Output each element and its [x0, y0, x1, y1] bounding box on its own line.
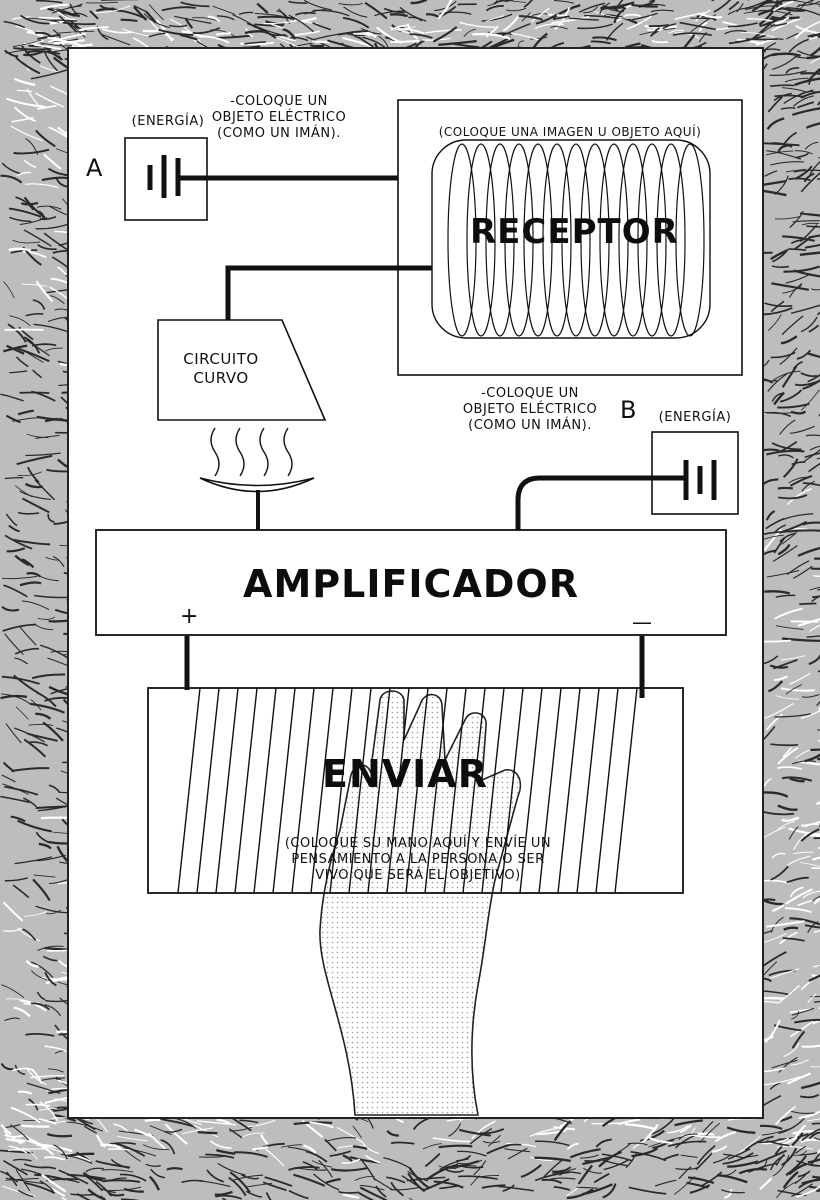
sender-box	[147, 687, 684, 894]
wire-b-to-amplifier	[515, 475, 686, 532]
energy-a-label: (ENERGÍA)	[131, 114, 205, 129]
amplifier-minus-sign: —	[632, 610, 652, 634]
heat-waves-icon	[210, 427, 293, 477]
amplifier-box	[95, 529, 727, 636]
receptor-box	[397, 99, 743, 376]
amplifier-plus-sign: +	[180, 604, 199, 629]
circuit-label: CIRCUITO CURVO	[183, 350, 259, 387]
energy-b-note: -COLOQUE UN OBJETO ELÉCTRICO (COMO UN IM…	[462, 386, 598, 433]
sender-coil	[177, 687, 638, 894]
energy-source-b	[515, 431, 739, 532]
sender-note: (COLOQUE SU MANO AQUÍ Y ENVÍE UN PENSAMI…	[284, 836, 552, 883]
wire-receptor-to-circuit	[225, 265, 432, 322]
battery-a-icon	[147, 155, 181, 198]
curved-circuit	[157, 319, 327, 532]
receptor-title: RECEPTOR	[470, 212, 679, 252]
energy-a-letter: A	[86, 154, 103, 182]
amplifier-title: AMPLIFICADOR	[243, 562, 579, 606]
lens-icon	[199, 477, 315, 493]
hand-illustration	[319, 690, 522, 1116]
energy-b-letter: B	[620, 396, 637, 424]
energy-a-note: -COLOQUE UN OBJETO ELÉCTRICO (COMO UN IM…	[211, 94, 347, 141]
receptor-note: (COLOQUE UNA IMAGEN U OBJETO AQUÍ)	[438, 125, 702, 139]
receptor-coil	[447, 143, 705, 337]
energy-b-label: (ENERGÍA)	[658, 410, 732, 425]
sender-title: ENVIAR	[322, 752, 488, 796]
